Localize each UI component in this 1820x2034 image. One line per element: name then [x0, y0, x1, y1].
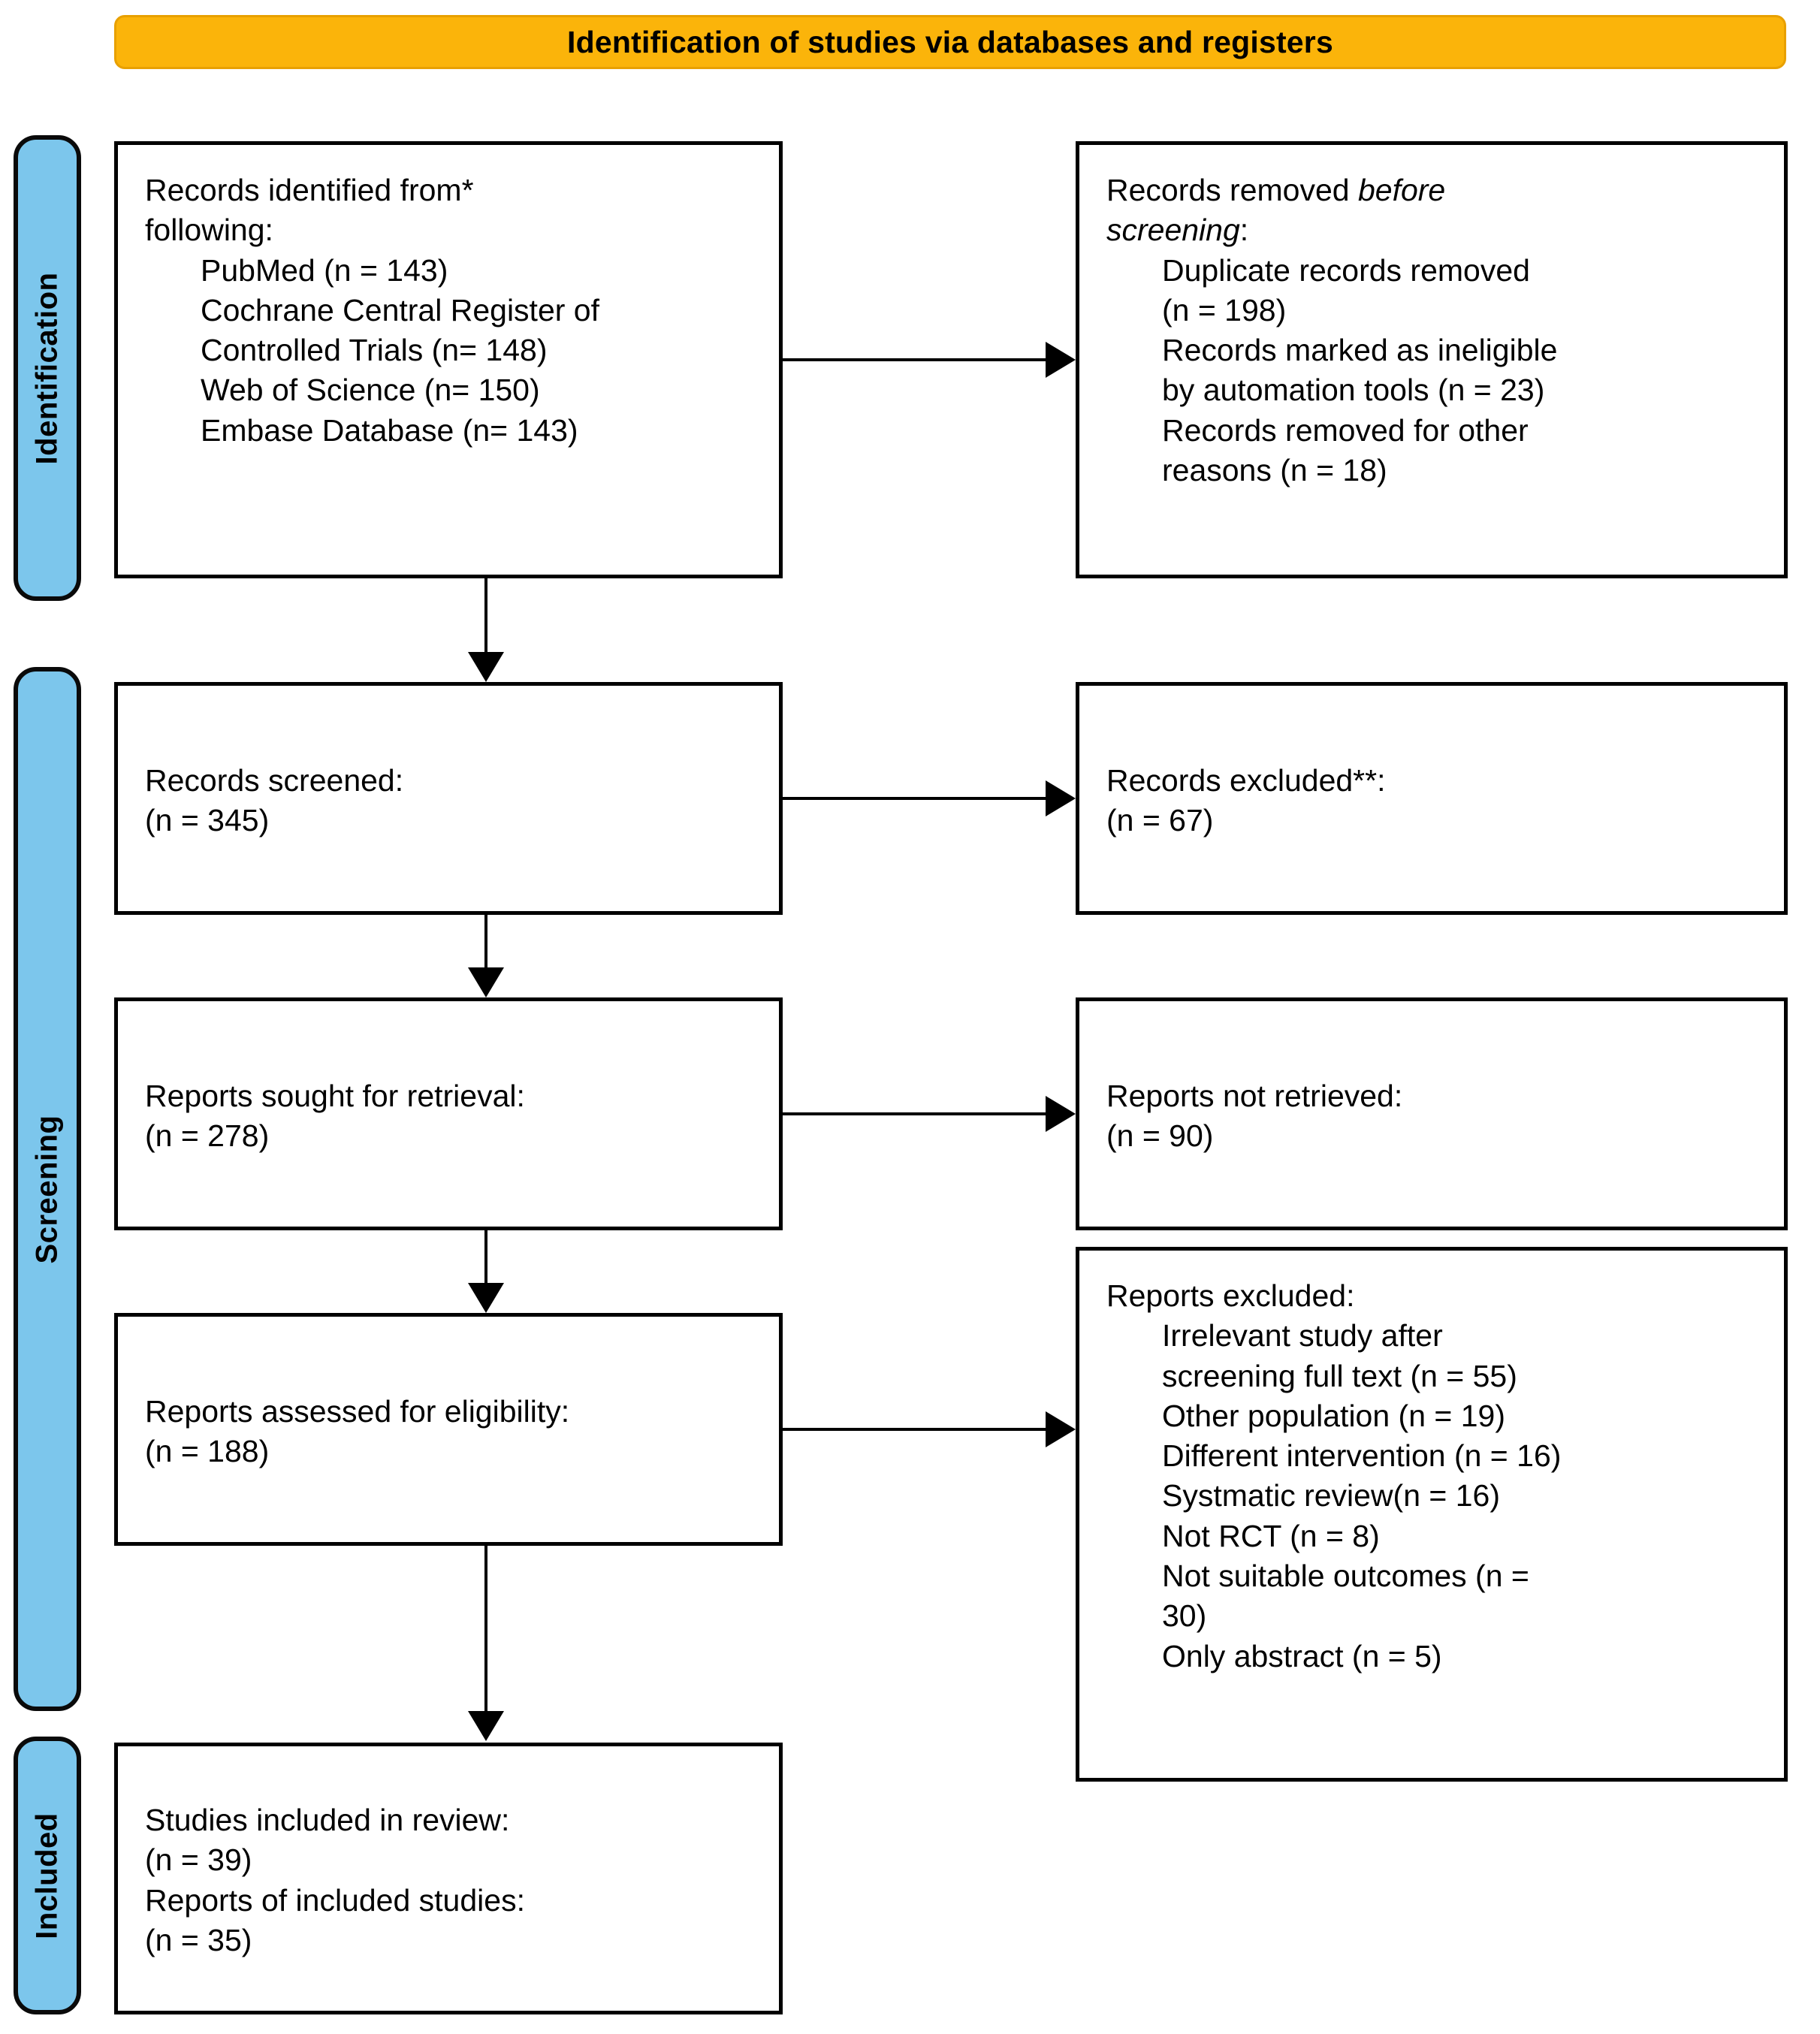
records-identified-line1: Records identified from* — [145, 173, 474, 207]
records-removed-line1-plain: Records removed — [1106, 173, 1358, 207]
reports-excluded-reason-different-intervention: Different intervention (n = 16) — [1162, 1438, 1562, 1474]
stage-label-identification-text: Identification — [30, 272, 64, 464]
page-title: Identification of studies via databases … — [567, 24, 1333, 59]
studies-included-count: (n = 39) — [145, 1842, 252, 1878]
records-identified-source-wos: Web of Science (n= 150) — [201, 373, 540, 408]
reports-excluded-reason-only-abstract: Only abstract (n = 5) — [1162, 1638, 1442, 1673]
reports-excluded-reason-irrelevant-2: screening full text (n = 55) — [1162, 1358, 1517, 1393]
stage-label-screening: Screening — [14, 667, 81, 1711]
records-identified-source-cochrane-2: Controlled Trials (n= 148) — [201, 333, 548, 368]
records-removed-ineligible-1: Records marked as ineligible — [1162, 333, 1558, 368]
studies-included-label: Studies included in review: — [145, 1803, 510, 1837]
box-reports-assessed-for-eligibility: Reports assessed for eligibility: (n = 1… — [114, 1313, 783, 1546]
records-excluded-label: Records excluded**: — [1106, 763, 1386, 798]
records-removed-line2-italic: screening — [1106, 213, 1240, 248]
reports-assessed-label: Reports assessed for eligibility: — [145, 1394, 570, 1429]
records-screened-count: (n = 345) — [145, 803, 270, 838]
records-removed-duplicate-1: Duplicate records removed — [1162, 252, 1530, 288]
stage-label-screening-text: Screening — [30, 1115, 64, 1263]
reports-sought-count: (n = 278) — [145, 1118, 270, 1154]
reports-excluded-reason-not-suitable-outcomes-1: Not suitable outcomes (n = — [1162, 1559, 1529, 1594]
records-removed-ineligible-2: by automation tools (n = 23) — [1162, 373, 1545, 408]
records-removed-other-2: reasons (n = 18) — [1162, 453, 1387, 488]
records-removed-line2-plain: : — [1239, 213, 1249, 248]
box-reports-excluded: Reports excluded: Irrelevant study after… — [1076, 1247, 1788, 1782]
box-records-removed-before-screening: Records removed before screening: Duplic… — [1076, 141, 1788, 578]
records-excluded-count: (n = 67) — [1106, 803, 1214, 838]
box-records-excluded: Records excluded**: (n = 67) — [1076, 682, 1788, 915]
records-identified-source-cochrane-1: Cochrane Central Register of — [201, 292, 599, 327]
reports-excluded-reason-irrelevant-1: Irrelevant study after — [1162, 1318, 1443, 1353]
records-removed-line1: Records removed before — [1106, 171, 1761, 210]
records-removed-line2: screening: — [1106, 210, 1761, 250]
reports-excluded-reason-not-suitable-outcomes-2: 30) — [1162, 1598, 1207, 1634]
reports-excluded-reason-not-rct: Not RCT (n = 8) — [1162, 1518, 1380, 1553]
reports-included-label: Reports of included studies: — [145, 1882, 525, 1918]
box-reports-not-retrieved: Reports not retrieved: (n = 90) — [1076, 997, 1788, 1230]
records-removed-duplicate-2: (n = 198) — [1162, 292, 1287, 327]
reports-not-retrieved-label: Reports not retrieved: — [1106, 1079, 1403, 1113]
stage-label-included: Included — [14, 1737, 81, 2014]
reports-not-retrieved-count: (n = 90) — [1106, 1118, 1214, 1154]
box-records-screened: Records screened: (n = 345) — [114, 682, 783, 915]
reports-sought-label: Reports sought for retrieval: — [145, 1079, 525, 1113]
records-removed-line1-italic: before — [1357, 173, 1446, 207]
box-reports-sought-for-retrieval: Reports sought for retrieval: (n = 278) — [114, 997, 783, 1230]
records-identified-source-embase: Embase Database (n= 143) — [201, 412, 578, 448]
reports-included-count: (n = 35) — [145, 1922, 252, 1957]
diagram-header-banner: Identification of studies via databases … — [114, 15, 1786, 69]
box-records-identified: Records identified from* following: PubM… — [114, 141, 783, 578]
reports-excluded-reason-other-population: Other population (n = 19) — [1162, 1398, 1505, 1433]
box-studies-included-in-review: Studies included in review: (n = 39) Rep… — [114, 1743, 783, 2014]
reports-excluded-reason-systematic-review: Systmatic review(n = 16) — [1162, 1478, 1500, 1513]
records-identified-line2: following: — [145, 213, 273, 248]
reports-assessed-count: (n = 188) — [145, 1434, 270, 1469]
records-identified-source-pubmed: PubMed (n = 143) — [201, 252, 448, 288]
records-screened-label: Records screened: — [145, 763, 404, 798]
stage-label-included-text: Included — [30, 1812, 64, 1939]
stage-label-identification: Identification — [14, 135, 81, 601]
reports-excluded-title: Reports excluded: — [1106, 1278, 1355, 1313]
records-removed-other-1: Records removed for other — [1162, 412, 1529, 448]
